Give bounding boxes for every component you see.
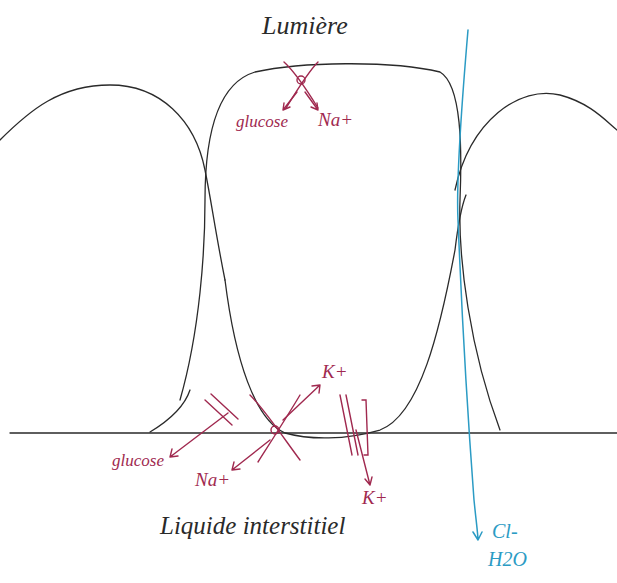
arrow xyxy=(283,385,320,420)
arrow xyxy=(283,92,297,110)
ion-label: Na+ xyxy=(318,110,353,131)
channel xyxy=(340,395,358,455)
cell-membrane xyxy=(0,85,225,280)
ion-label: Na+ xyxy=(195,470,230,491)
molecule-label: H2O xyxy=(488,548,527,570)
channel xyxy=(205,394,238,425)
cell-membrane xyxy=(455,93,617,190)
cell-membrane xyxy=(150,390,190,432)
cell-membrane xyxy=(180,64,500,430)
pump-dot xyxy=(271,426,279,434)
solute-label: glucose xyxy=(236,113,288,132)
channel xyxy=(362,400,368,455)
ion-label: Cl- xyxy=(492,520,518,542)
ion-label: K+ xyxy=(362,488,388,509)
arrow xyxy=(170,413,228,457)
ion-label: K+ xyxy=(322,362,348,383)
basal-membrane xyxy=(10,432,617,433)
transporter xyxy=(258,395,300,462)
arrow xyxy=(232,440,270,470)
region-label: Liquide interstitiel xyxy=(160,512,345,540)
solute-label: glucose xyxy=(112,452,164,471)
arrow xyxy=(356,430,372,485)
region-label: Lumière xyxy=(262,12,348,41)
pump-dot xyxy=(297,76,305,84)
paracellular-arrow xyxy=(458,30,482,540)
cell-membrane xyxy=(225,195,466,438)
arrow xyxy=(305,92,318,110)
